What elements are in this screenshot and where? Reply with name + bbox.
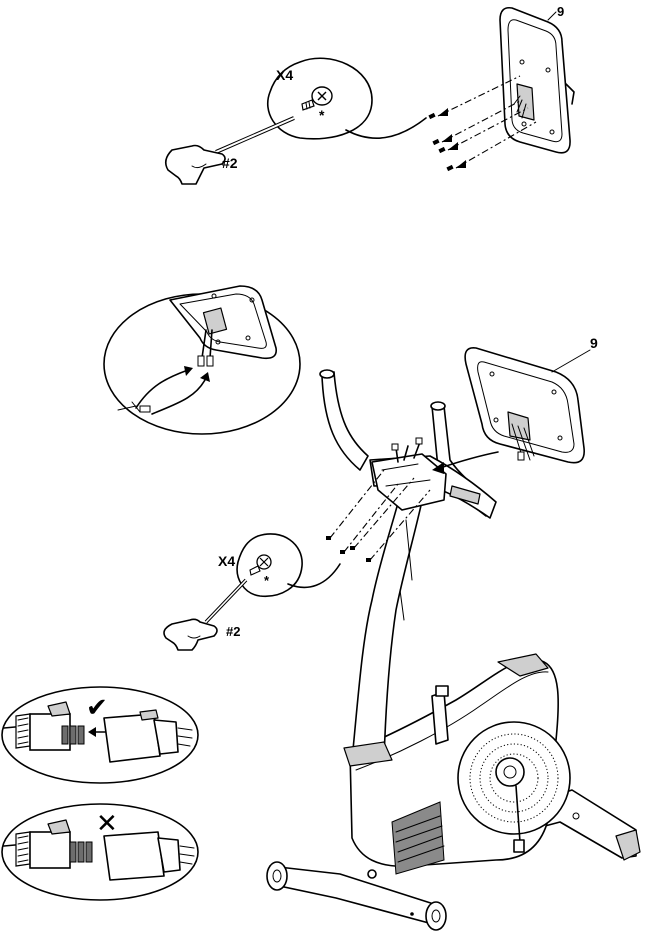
handlebar-post <box>352 488 424 760</box>
quantity-x4-top: X4 <box>276 67 293 83</box>
quantity-x4-middle: X4 <box>218 553 235 569</box>
step-top-group: 9 * <box>166 4 574 184</box>
screw-icon-top <box>302 87 332 110</box>
console-bottom: 9 <box>432 335 598 474</box>
wire-detail-bubble <box>104 286 300 434</box>
tool-key-middle: #2 <box>164 580 246 650</box>
check-icon: ✔ <box>86 693 108 723</box>
tool-label-middle: #2 <box>226 624 240 639</box>
connector-correct-bubble: ✔ <box>2 687 198 783</box>
callout-9-bottom: 9 <box>590 335 598 351</box>
tool-key-top: #2 <box>166 118 294 184</box>
asterisk-middle: * <box>264 573 270 588</box>
screw-bubble-top: * X4 <box>268 58 426 139</box>
check-mark: ✔ <box>86 693 108 723</box>
cross-icon: ✕ <box>96 809 118 839</box>
asterisk-top: * <box>319 107 325 123</box>
front-stabilizer <box>267 862 446 930</box>
connector-incorrect-bubble: ✕ <box>2 804 198 900</box>
tool-label-top: #2 <box>222 155 238 171</box>
console-top: 9 <box>500 4 574 153</box>
screw-bubble-middle: * X4 <box>218 534 340 596</box>
callout-9-top: 9 <box>557 4 564 19</box>
screw-icon-middle <box>250 555 271 575</box>
cross-mark: ✕ <box>96 809 118 839</box>
